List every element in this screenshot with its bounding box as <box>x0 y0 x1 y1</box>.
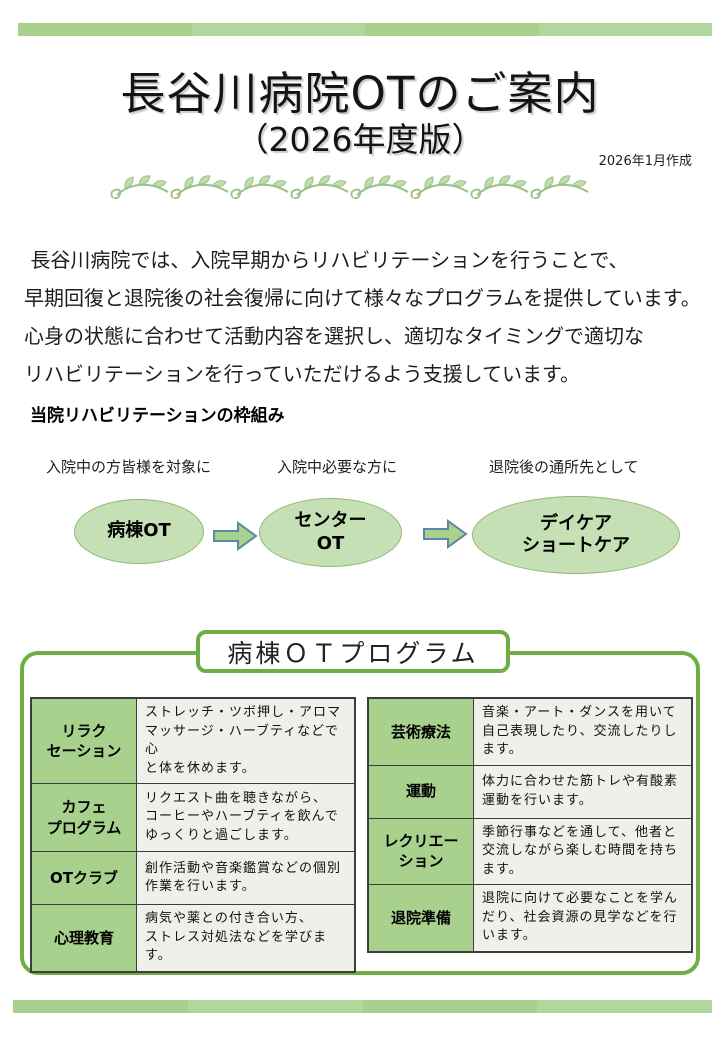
table-row: OTクラブ 創作活動や音楽鑑賞などの個別 作業を行います。 <box>30 851 356 905</box>
flow-arrow-icon <box>213 521 258 551</box>
intro-line: リハビリテーションを行っていただけるよう支援しています。 <box>24 362 580 386</box>
intro-line: 早期回復と退院後の社会復帰に向けて様々なプログラムを提供しています。 <box>24 286 701 310</box>
program-desc-cell: リクエスト曲を聴きながら、 コーヒーやハーブティを飲んで ゆっくりと過ごします。 <box>136 783 356 852</box>
program-name-cell: レクリエー ション <box>367 817 474 885</box>
top-accent-bar <box>18 23 712 36</box>
table-row: 運動 体力に合わせた筋トレや有酸素 運動を行います。 <box>367 764 693 819</box>
program-desc-cell: 退院に向けて必要なことを学ん だり、社会資源の見学などを行 います。 <box>473 884 693 952</box>
table-row: カフェ プログラム リクエスト曲を聴きながら、 コーヒーやハーブティを飲んで ゆ… <box>30 783 356 852</box>
flow-step-label-ward: 入院中の方皆様を対象に <box>46 458 212 476</box>
table-row: 心理教育 病気や薬との付き合い方、 ストレス対処法などを学びます。 <box>30 904 356 972</box>
program-table-right: 芸術療法 音楽・アート・ダンスを用いて 自己表現したり、交流したりし ます。 運… <box>367 697 693 953</box>
program-desc-cell: ストレッチ・ツボ押し・アロマ マッサージ・ハーブティなどで心 と体を休めます。 <box>136 697 356 784</box>
flow-step-label-center: 入院中必要な方に <box>277 458 398 476</box>
bottom-accent-bar <box>13 1000 712 1013</box>
creation-date: 2026年1月作成 <box>598 154 692 169</box>
page-title: 長谷川病院OTのご案内 <box>120 67 600 120</box>
program-name-cell: 運動 <box>367 764 474 819</box>
framework-heading: 当院リハビリテーションの枠組み <box>30 406 285 426</box>
flow-ellipse-daycare: デイケア ショートケア <box>472 496 680 574</box>
intro-line: 心身の状態に合わせて活動内容を選択し、適切なタイミングで適切な <box>24 324 644 348</box>
program-desc-cell: 病気や薬との付き合い方、 ストレス対処法などを学びます。 <box>136 904 356 972</box>
flow-arrow-icon <box>423 519 468 549</box>
flow-step-label-daycare: 退院後の通所先として <box>489 458 639 476</box>
page-subtitle: （2026年度版） <box>235 120 485 159</box>
program-desc-cell: 創作活動や音楽鑑賞などの個別 作業を行います。 <box>136 851 356 905</box>
table-row: レクリエー ション 季節行事などを通して、他者と 交流しながら楽しむ時間を持ち … <box>367 817 693 885</box>
intro-paragraph: 長谷川病院では、入院早期からリハビリテーションを行うことで、 早期回復と退院後の… <box>24 241 716 393</box>
table-row: リラク セーション ストレッチ・ツボ押し・アロマ マッサージ・ハーブティなどで心… <box>30 697 356 784</box>
intro-line: 長谷川病院では、入院早期からリハビリテーションを行うことで、 <box>24 248 629 272</box>
program-name-cell: 芸術療法 <box>367 697 474 766</box>
flow-ellipse-center-ot: センター OT <box>259 498 402 567</box>
program-name-cell: 退院準備 <box>367 884 474 952</box>
program-desc-cell: 季節行事などを通して、他者と 交流しながら楽しむ時間を持ち ます。 <box>473 817 693 885</box>
program-name-cell: OTクラブ <box>30 851 137 905</box>
program-name-cell: カフェ プログラム <box>30 783 137 852</box>
vine-divider-icon <box>110 175 589 200</box>
program-desc-cell: 体力に合わせた筋トレや有酸素 運動を行います。 <box>473 764 693 819</box>
table-row: 芸術療法 音楽・アート・ダンスを用いて 自己表現したり、交流したりし ます。 <box>367 697 693 766</box>
flow-ellipse-ward-ot: 病棟OT <box>74 499 204 564</box>
program-name-cell: リラク セーション <box>30 697 137 784</box>
program-name-cell: 心理教育 <box>30 904 137 972</box>
table-row: 退院準備 退院に向けて必要なことを学ん だり、社会資源の見学などを行 います。 <box>367 884 693 952</box>
program-section-title: 病棟ＯＴプログラム <box>196 630 510 673</box>
program-table-left: リラク セーション ストレッチ・ツボ押し・アロマ マッサージ・ハーブティなどで心… <box>30 697 356 973</box>
program-desc-cell: 音楽・アート・ダンスを用いて 自己表現したり、交流したりし ます。 <box>473 697 693 766</box>
